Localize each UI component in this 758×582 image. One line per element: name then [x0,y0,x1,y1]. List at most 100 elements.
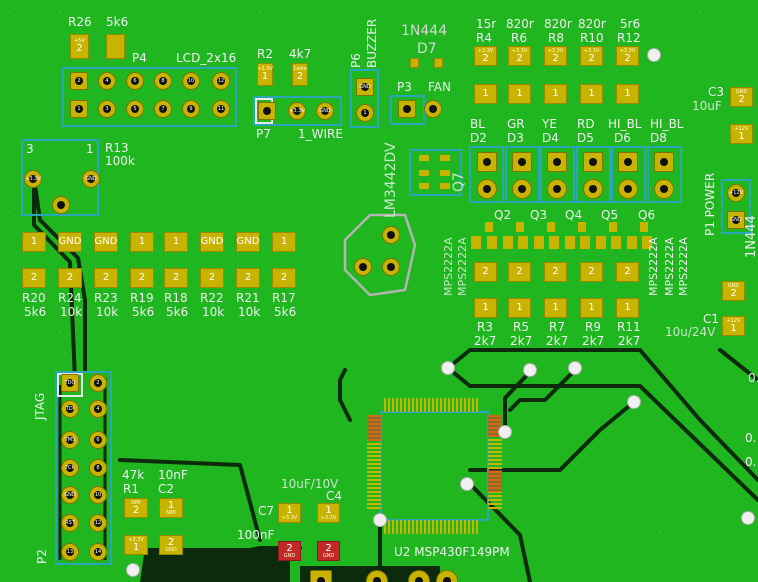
bottom-header-pin[interactable] [310,570,332,582]
r21-pad-1[interactable]: GND [236,232,260,252]
d3-pin-a[interactable] [512,179,532,199]
p4-pin[interactable]: 2 [70,72,88,90]
r20-pad-1[interactable]: 1 [22,232,46,252]
r19-pad-1[interactable]: 1 [130,232,154,252]
r11-pad-2[interactable]: 2 [616,262,639,282]
c4-pad-1[interactable]: 1+3.3V [317,503,340,523]
p7-pin-1[interactable] [258,102,276,120]
r6-pad-1[interactable]: 1 [508,84,531,104]
p4-pin[interactable]: 10 [182,72,200,90]
r21-pad-2[interactable]: 2 [236,268,260,288]
r10-pad-1[interactable]: 1 [580,84,603,104]
r23-pad-2[interactable]: 2 [94,268,118,288]
r13-pin-2[interactable] [52,196,70,214]
r9-pad-2[interactable]: 2 [580,262,603,282]
p4-pin[interactable]: 1 [70,100,88,118]
crystal-pin[interactable] [354,258,372,276]
d3-pin-k[interactable] [512,152,532,172]
p4-pin[interactable]: 5 [126,100,144,118]
r12-pad-1[interactable]: 1 [616,84,639,104]
d6-pin-a[interactable] [618,179,638,199]
r17-pad-2[interactable]: 2 [272,268,296,288]
p7-pin-2[interactable]: +3.3V [288,102,306,120]
d5-pin-k[interactable] [583,152,603,172]
d7-pad-a[interactable] [410,58,419,68]
jtag-pin[interactable]: 12 [89,514,107,532]
d6-pin-k[interactable] [618,152,638,172]
d2-pin-k[interactable] [477,152,497,172]
r17-pad-1[interactable]: 1 [272,232,296,252]
p3-pin-2[interactable] [424,100,442,118]
p4-pin[interactable]: 9 [182,100,200,118]
r22-pad-2[interactable]: 2 [200,268,224,288]
jtag-pin[interactable]: TCK [61,459,79,477]
d8-pin-k[interactable] [654,152,674,172]
r24-pad-2[interactable]: 2 [58,268,82,288]
d8-pin-a[interactable] [654,179,674,199]
p1-pin-2[interactable]: GND [727,211,745,229]
jtag-pin[interactable]: 2 [89,374,107,392]
jtag-pin[interactable]: 6 [89,431,107,449]
p6-pin-1[interactable]: 1 [356,104,374,122]
crystal-pin[interactable] [382,258,400,276]
d7-pad-k[interactable] [434,58,443,68]
r20-pad-2[interactable]: 2 [22,268,46,288]
p4-pin[interactable]: 4 [98,72,116,90]
jtag-pin[interactable]: TDI [61,400,79,418]
jtag-pin[interactable]: TDO [61,374,79,392]
d2-pin-a[interactable] [477,179,497,199]
r18-pad-2[interactable]: 2 [164,268,188,288]
r3-pad-2[interactable]: 2 [474,262,497,282]
jtag-pin[interactable]: 8 [89,459,107,477]
p6-pin-2[interactable]: GND [356,78,374,96]
p7-pin-3[interactable]: GND [316,102,334,120]
r26-pad-1[interactable] [106,34,125,59]
jtag-pin[interactable]: GND [61,486,79,504]
crystal-pin[interactable] [382,226,400,244]
r5-pad-1[interactable]: 1 [508,298,531,318]
r13-pin-3[interactable]: +3.3V [24,170,42,188]
jtag-pin[interactable]: 13 [61,543,79,561]
r9-pad-1[interactable]: 1 [580,298,603,318]
r7-pad-2[interactable]: 2 [544,262,567,282]
r18-pad-1[interactable]: 1 [164,232,188,252]
p4-pin[interactable]: 6 [126,72,144,90]
p3-pin-1[interactable] [398,100,416,118]
r7-pad-1[interactable]: 1 [544,298,567,318]
jtag-pin[interactable]: 4 [89,400,107,418]
p4-pin[interactable]: 12 [212,72,230,90]
d4-pin-k[interactable] [547,152,567,172]
r4-pad-1[interactable]: 1 [474,84,497,104]
c7-pad-1[interactable]: 1+3.3V [278,503,301,523]
r22-pad-1[interactable]: GND [200,232,224,252]
jtag-pin[interactable]: 14 [89,543,107,561]
jtag-pin[interactable]: 10 [89,486,107,504]
p4-pin[interactable]: 8 [154,72,172,90]
r19-pad-2[interactable]: 2 [130,268,154,288]
r13-pin-1[interactable]: GND [82,170,100,188]
r24-pad-1[interactable]: GND [58,232,82,252]
r11-pad-1[interactable]: 1 [616,298,639,318]
d5-pin-a[interactable] [583,179,603,199]
d4-pin-a[interactable] [547,179,567,199]
jtag-pin[interactable]: RST [61,514,79,532]
r5-pad-2[interactable]: 2 [508,262,531,282]
r3-pad-1[interactable]: 1 [474,298,497,318]
